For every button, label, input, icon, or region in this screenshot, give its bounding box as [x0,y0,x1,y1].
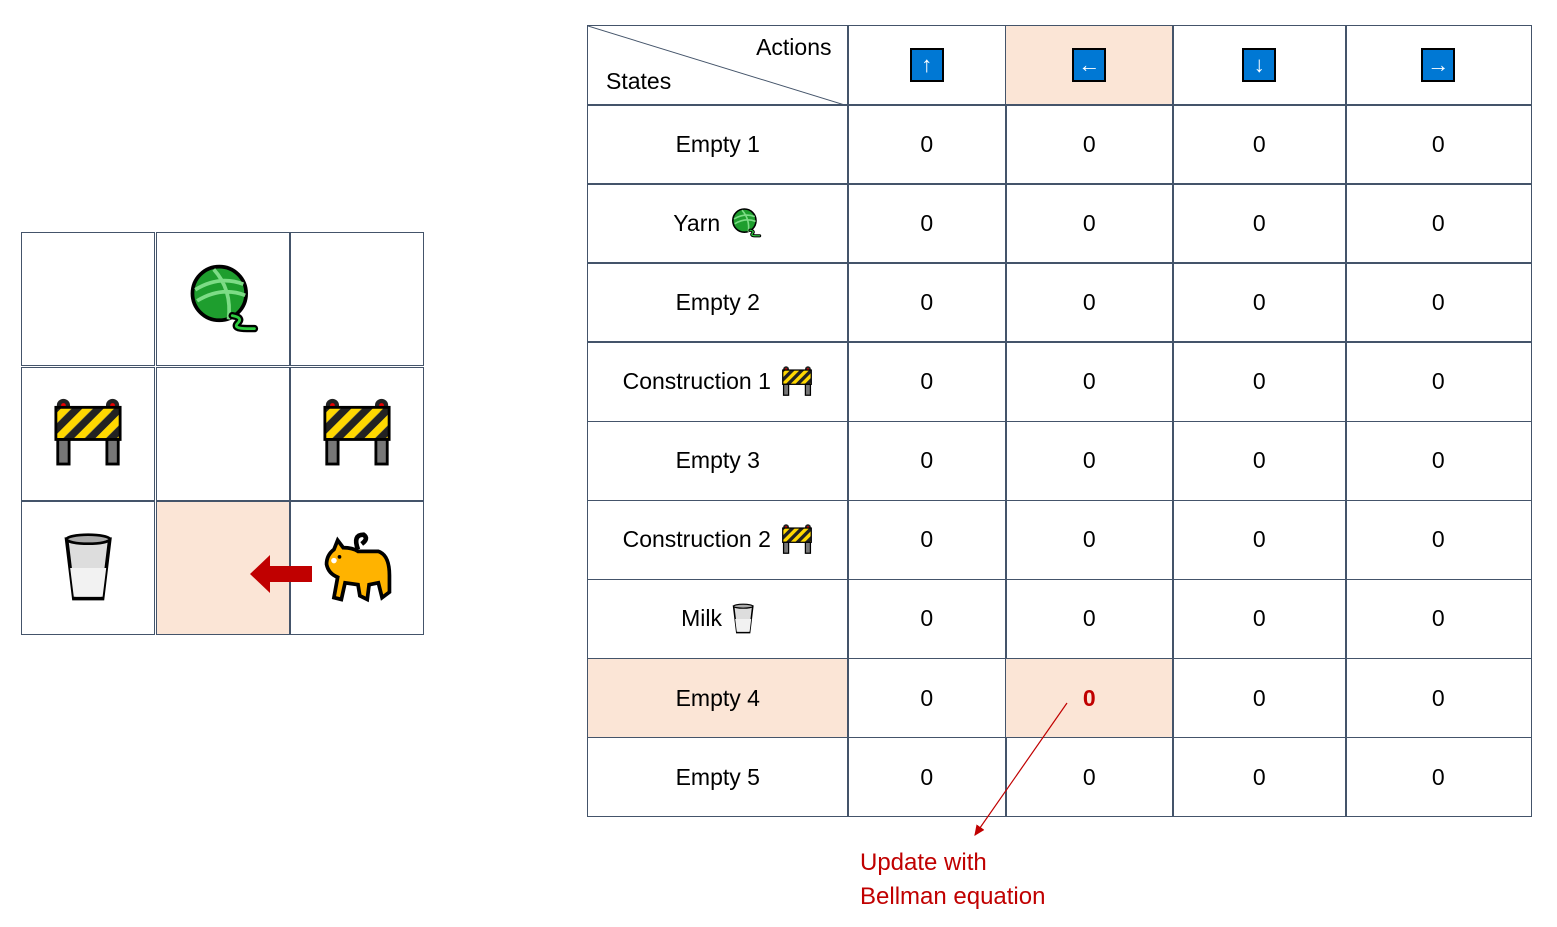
down-arrow-icon: ↓ [1242,48,1277,83]
yarn-icon [186,262,260,336]
construction-icon [321,396,393,472]
states-label: States [606,68,672,94]
yarn-icon [730,207,762,239]
state-label: Construction 2 [622,526,771,553]
state-label: Empty 5 [675,763,760,790]
grid-cell [21,501,155,635]
state-cell: Empty 2 [587,262,849,343]
state-label: Milk [681,605,722,632]
left-arrow-icon: ← [1072,48,1107,83]
q-value: 0 [1005,104,1174,185]
annotation-line2: Bellman equation [860,883,1046,910]
grid-cell [21,232,155,366]
q-value: 0 [1345,657,1532,739]
right-arrow-icon: → [1421,48,1456,83]
annotation-line1: Update with [860,849,987,876]
grid-cell [155,232,290,366]
q-value: 0 [1172,736,1347,818]
action-header-left: ← [1005,25,1174,106]
state-label: Empty 3 [675,447,760,474]
grid-cell [21,366,155,501]
state-label: Empty 2 [675,289,760,316]
q-value: 0 [847,262,1007,343]
state-cell: Yarn [587,183,849,264]
up-arrow-icon: ↑ [909,48,944,83]
move-left-arrow-icon [250,555,312,598]
state-cell: Empty 1 [587,104,849,185]
q-value: 0 [1172,420,1347,502]
cat-icon [321,531,395,605]
q-value: 0 [1172,657,1347,739]
q-value: 0 [1345,262,1532,343]
q-value: 0 [847,420,1007,502]
construction-icon [781,365,813,399]
q-value: 0 [1005,420,1174,502]
action-header-right: → [1345,25,1532,106]
state-cell: Construction 2 [587,499,849,581]
annotation-text: Update with Bellman equation [860,846,1045,914]
state-cell: Empty 3 [587,420,849,502]
q-value: 0 [1345,420,1532,502]
construction-icon [781,523,813,557]
q-value: 0 [1172,499,1347,581]
q-value: 0 [1345,499,1532,581]
state-cell: Empty 5 [587,736,849,818]
state-label: Empty 4 [675,684,760,711]
q-value: 0 [847,104,1007,185]
actions-label: Actions [756,34,832,60]
construction-icon [52,396,124,472]
state-label: Construction 1 [622,368,771,395]
q-value: 0 [847,736,1007,818]
state-label: Yarn [673,209,721,236]
milk-icon [63,532,113,604]
grid-cell [290,232,424,366]
q-value: 0 [1005,736,1174,818]
grid-cell [290,366,424,501]
q-value: 0 [1172,262,1347,343]
q-value: 0 [847,499,1007,581]
q-value: 0 [1005,499,1174,581]
grid-cell [155,366,290,501]
state-label: Empty 1 [675,130,760,157]
q-value: 0 [1172,104,1347,185]
q-value: 0 [1345,104,1532,185]
q-value: 0 [1005,262,1174,343]
state-cell: Empty 4 [587,657,849,739]
q-value: 0 [1345,736,1532,818]
milk-icon [732,603,754,635]
q-value-updated: 0 [1005,657,1174,739]
action-header-down: ↓ [1172,25,1347,106]
